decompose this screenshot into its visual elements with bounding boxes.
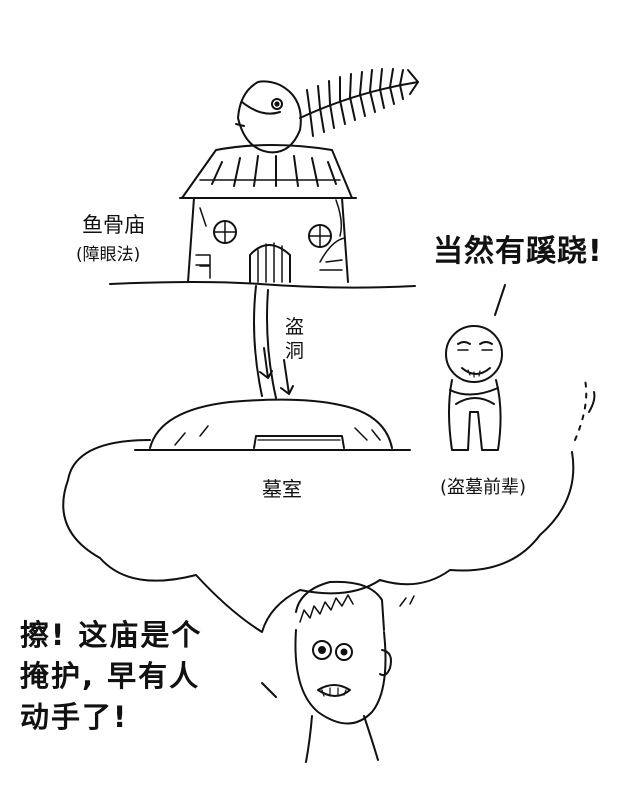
tomb-label: 墓室 bbox=[262, 477, 302, 501]
main-speech-line1: 擦! 这庙是个 bbox=[20, 618, 203, 652]
tunnel-label-char1: 盗 bbox=[285, 316, 305, 338]
temple-note-label: (障眼法) bbox=[76, 245, 141, 265]
tunnel bbox=[253, 285, 294, 399]
tomb-mound bbox=[134, 398, 411, 451]
arrow-down-icon bbox=[280, 359, 294, 395]
main-speech-line2: 掩护, 早有人 bbox=[20, 659, 201, 693]
thought-cloud bbox=[62, 439, 575, 633]
temple-label: 鱼骨庙 bbox=[82, 213, 145, 237]
fish-bone-icon bbox=[235, 68, 419, 154]
senior-speech: 当然有蹊跷! bbox=[433, 234, 603, 269]
main-character bbox=[261, 580, 415, 763]
senior-character bbox=[445, 284, 506, 451]
tunnel-label-char2: 洞 bbox=[285, 340, 305, 362]
temple bbox=[109, 144, 416, 289]
arrow-down-icon bbox=[259, 347, 273, 379]
main-speech-line3: 动手了! bbox=[20, 700, 129, 734]
senior-label: (盗墓前辈) bbox=[440, 477, 527, 498]
